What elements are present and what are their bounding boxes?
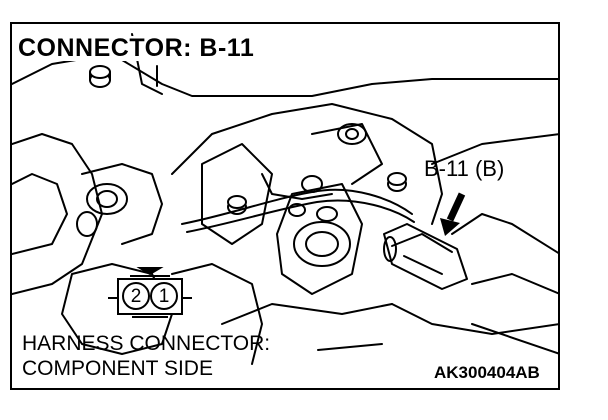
callout-arrow [440,192,466,236]
figure-code: AK300404AB [434,363,540,382]
connector-title: CONNECTOR: B-11 [18,34,255,62]
connector-pin-2: 2 [130,286,142,307]
bolt-right [387,172,407,192]
harness-wire-2 [186,199,415,233]
diagram-frame: 2 1 [10,22,560,390]
connector-pin-1: 1 [158,286,170,307]
bolt-lower-left [227,195,247,215]
callout-label: B-11 (B) [424,156,505,181]
b11-connector-illustration [383,223,468,290]
harness-label-line1: HARNESS CONNECTOR: [22,332,271,355]
left-manifold [12,133,103,295]
throttle-body [171,103,443,225]
harness-connector-face [108,267,192,318]
harness-leader-line [317,343,383,351]
bolt-top-left [89,65,111,88]
harness-label-line2: COMPONENT SIDE [22,357,213,380]
engine-illustration [12,33,558,365]
